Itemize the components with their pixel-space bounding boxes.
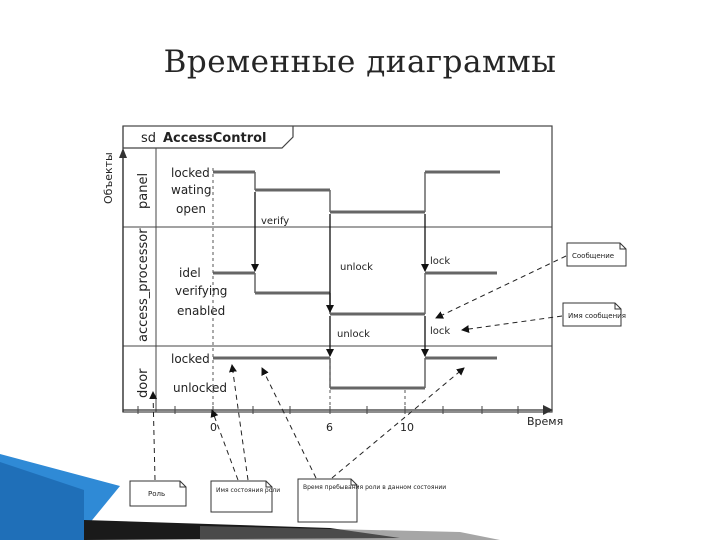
message-verify: verify xyxy=(261,216,289,227)
frame-keyword: sd xyxy=(141,131,156,146)
lifeline-panel: panel xyxy=(136,173,151,209)
callout-duration: Время пребывания роли в данном состоянии xyxy=(297,478,446,523)
x-tick-10: 10 xyxy=(400,421,414,434)
lifeline-access-processor: access_processor xyxy=(136,228,151,342)
callout-role: Роль xyxy=(129,480,187,507)
callout-state-name: Имя состояния роли xyxy=(210,480,280,513)
callout-role-text: Роль xyxy=(148,490,165,498)
x-tick-6: 6 xyxy=(326,421,333,434)
frame-name: AccessControl xyxy=(163,131,267,146)
lifeline-door: door xyxy=(136,368,151,398)
x-axis-label: Время xyxy=(527,415,563,428)
callout-pointers xyxy=(149,255,567,481)
x-axis-arrow xyxy=(543,405,553,415)
callout-message-name: Имя сообщения xyxy=(562,302,626,327)
state-panel-wating: wating xyxy=(171,183,211,197)
state-ap-verifying: verifying xyxy=(175,284,227,298)
message-unlock-2: unlock xyxy=(337,329,370,340)
state-door-unlocked: unlocked xyxy=(173,381,227,395)
callout-message-text: Сообщение xyxy=(572,252,614,260)
state-panel-open: open xyxy=(176,202,206,216)
x-tick-0: 0 xyxy=(210,421,217,434)
callout-message-name-text: Имя сообщения xyxy=(568,312,626,320)
state-door-locked: locked xyxy=(171,352,210,366)
y-axis-label: Объекты xyxy=(102,152,115,204)
message-arrows xyxy=(251,192,429,357)
timeline-panel xyxy=(213,170,500,214)
message-unlock-1: unlock xyxy=(340,262,373,273)
callout-duration-text: Время пребывания роли в данном состоянии xyxy=(303,484,446,491)
message-lock-1: lock xyxy=(430,256,450,267)
time-guides xyxy=(212,168,406,406)
callout-message: Сообщение xyxy=(566,242,627,267)
state-panel-locked: locked xyxy=(171,166,210,180)
state-ap-idel: idel xyxy=(179,266,201,280)
message-lock-2: lock xyxy=(430,326,450,337)
callout-state-name-text: Имя состояния роли xyxy=(216,487,280,494)
frame-tab xyxy=(122,126,294,149)
y-axis-arrow xyxy=(119,148,127,158)
slide-title: Временные диаграммы xyxy=(163,44,557,80)
